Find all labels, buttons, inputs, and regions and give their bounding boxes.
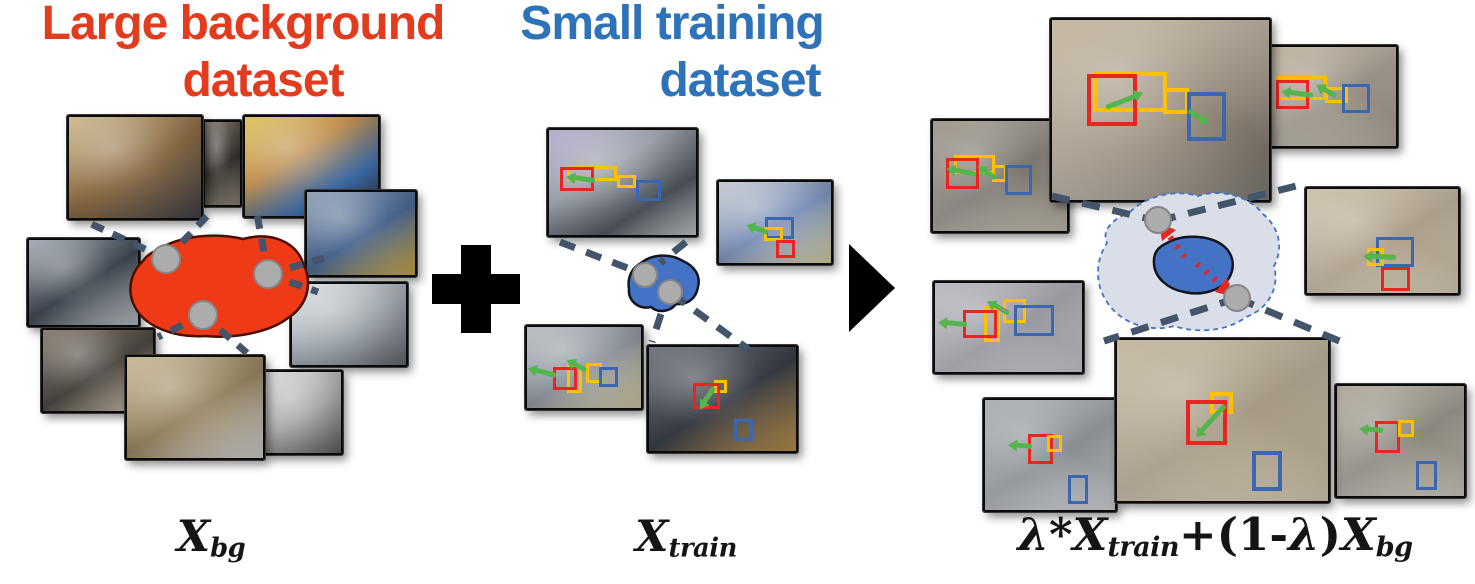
photo-texture bbox=[933, 121, 1067, 231]
photo-shelves-white bbox=[290, 282, 408, 367]
bbox-red bbox=[1375, 421, 1401, 454]
photo-granite-pot bbox=[125, 355, 265, 460]
photo-texture bbox=[292, 284, 406, 365]
bbox-blue bbox=[598, 366, 619, 387]
bbox-yellow bbox=[1162, 88, 1189, 114]
bbox-blue bbox=[1341, 83, 1370, 114]
photo-bench-blue-cream bbox=[717, 180, 833, 265]
bbox-red bbox=[776, 240, 796, 259]
photo-texture bbox=[127, 357, 263, 458]
photo-stove-gray bbox=[263, 370, 343, 455]
bbox-blue bbox=[734, 418, 754, 441]
bbox-red bbox=[1086, 74, 1137, 127]
formula-part: bg bbox=[1375, 531, 1413, 563]
photo-texture bbox=[935, 283, 1082, 372]
photo-counter-pots bbox=[27, 238, 140, 327]
photo-blend-warm bbox=[1305, 187, 1460, 295]
formula-part: +(1- bbox=[1179, 508, 1289, 561]
hand-object-arrow bbox=[1366, 426, 1383, 433]
blend-haze bbox=[935, 283, 1082, 372]
photo-stove-dark bbox=[203, 120, 242, 207]
photo-texture bbox=[719, 182, 831, 263]
blend-haze bbox=[1117, 340, 1328, 501]
photo-bench-cream bbox=[525, 325, 643, 410]
formula-part: X bbox=[176, 512, 211, 562]
formula-part: λ*X bbox=[1017, 508, 1108, 561]
photo-blend-gray bbox=[983, 398, 1117, 512]
photo-texture bbox=[649, 347, 796, 451]
training-dataset-title-line2: dataset bbox=[659, 54, 821, 107]
bbox-blue bbox=[1415, 460, 1438, 491]
photo-table-blue bbox=[305, 190, 417, 277]
formula-part: X bbox=[635, 512, 669, 562]
photo-blend-room bbox=[1050, 18, 1271, 202]
bbox-blue bbox=[1186, 92, 1226, 141]
hand-object-arrow bbox=[1370, 253, 1397, 260]
bbox-blue bbox=[1014, 305, 1055, 337]
bbox-red bbox=[552, 366, 577, 391]
photo-blend-room-light bbox=[1268, 45, 1398, 148]
bbox-yellow bbox=[1325, 86, 1349, 104]
photo-blend-dark bbox=[931, 119, 1069, 233]
bbox-red bbox=[962, 309, 997, 339]
photo-blend-granite bbox=[1115, 338, 1330, 503]
photo-texture bbox=[29, 240, 138, 325]
bbox-yellow bbox=[713, 380, 727, 393]
bbox-red bbox=[1380, 267, 1410, 291]
blend-haze bbox=[933, 121, 1067, 231]
photo-texture bbox=[205, 122, 240, 205]
training-dataset-title-line1: Small training bbox=[520, 0, 824, 50]
formula-part: X bbox=[1340, 508, 1376, 561]
bbox-blue bbox=[1376, 236, 1415, 267]
bbox-blue bbox=[1005, 165, 1033, 195]
photo-desk-gray-purple bbox=[547, 128, 698, 237]
photo-texture bbox=[69, 117, 201, 218]
bbox-red bbox=[1185, 399, 1227, 445]
formula-part: train bbox=[668, 533, 738, 564]
bbox-yellow bbox=[616, 175, 636, 188]
label-x-bg: Xbg bbox=[177, 516, 246, 564]
formula-part: bg bbox=[210, 533, 246, 564]
formula-part: train bbox=[1107, 531, 1180, 563]
photo-texture bbox=[307, 192, 415, 275]
photo-kitchen-wood bbox=[67, 115, 203, 220]
background-dataset-title-line2: dataset bbox=[182, 54, 344, 107]
formula-part: ) bbox=[1319, 508, 1341, 561]
photo-blend-cool bbox=[933, 281, 1084, 374]
photo-blend-stone bbox=[1335, 384, 1466, 498]
photo-texture bbox=[1117, 340, 1328, 501]
bbox-blue bbox=[1252, 451, 1282, 492]
bbox-blue bbox=[1068, 474, 1088, 505]
label-mix-formula: λ*Xtrain+(1-λ)Xbg bbox=[1017, 512, 1413, 563]
photo-texture bbox=[265, 372, 341, 453]
background-dataset-title-line1: Large background bbox=[41, 0, 446, 50]
bbox-blue bbox=[635, 180, 662, 202]
bbox-yellow bbox=[1397, 420, 1415, 437]
formula-part: λ bbox=[1288, 508, 1320, 561]
label-x-train: Xtrain bbox=[635, 516, 737, 562]
bbox-yellow bbox=[1047, 435, 1062, 452]
photo-table-dark-wood bbox=[647, 345, 798, 453]
photo-texture bbox=[1337, 386, 1464, 496]
blend-haze bbox=[1337, 386, 1464, 496]
